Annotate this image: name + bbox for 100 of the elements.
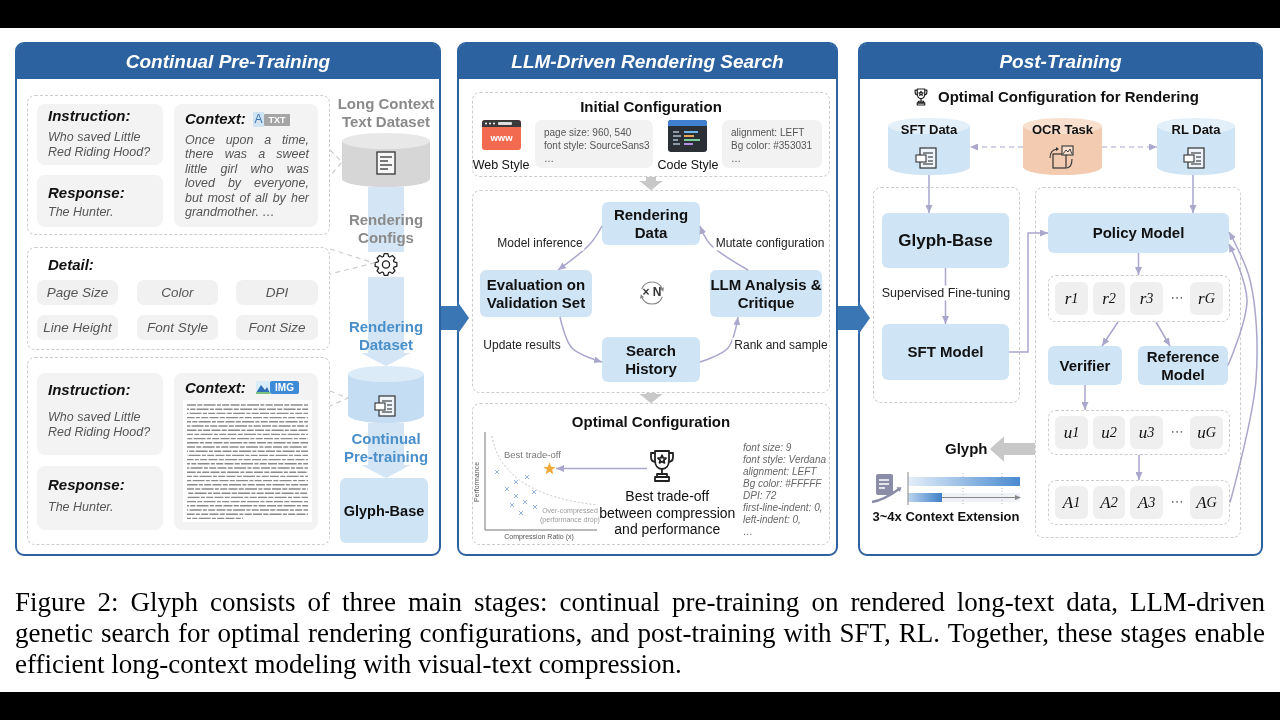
dashed-group — [27, 247, 330, 350]
flow-band — [368, 187, 404, 252]
dataset-title: Long Context Text Dataset — [336, 95, 436, 131]
config-line: alignment: LEFT — [743, 466, 817, 478]
block-arrow — [838, 301, 870, 335]
card-title: Response: — [48, 476, 125, 494]
database-cylinder — [348, 366, 424, 423]
card-title: Instruction: — [48, 381, 131, 399]
option-pill: Color — [137, 280, 218, 305]
arrow — [1155, 321, 1171, 347]
group-title: Initial Configuration — [580, 98, 722, 116]
option-pill: Font Size — [236, 315, 318, 340]
chart-annotation: Best trade-off — [504, 449, 561, 461]
block-arrow — [990, 436, 1035, 462]
gear-icon — [374, 252, 398, 277]
config-line: … — [743, 526, 753, 538]
config-line: page size: 960, 540 — [544, 126, 632, 139]
star-marker — [543, 462, 556, 475]
file-type-tag: TXT — [264, 114, 290, 126]
stage-panel — [15, 42, 441, 556]
process-box: Rendering Data — [602, 202, 700, 245]
process-box: Glyph-Base — [340, 478, 428, 543]
panel-header: Continual Pre-Training — [17, 44, 439, 79]
process-box: Search History — [602, 337, 700, 382]
figure-caption: Figure 2: Glyph consists of three main stages: continual pre-training on rendered long-text data, LLM-driven genetic search for optimal rendering configurations, and post-training with SFT, RL. Together, these stages enable efficient long-context modeling with visual-text compression. — [15, 587, 1265, 680]
url-text: www — [490, 131, 513, 145]
ellipsis-text: ⋯ — [1170, 495, 1184, 509]
arrow — [1008, 229, 1049, 353]
arrow — [1101, 321, 1119, 347]
arrow — [1135, 252, 1142, 276]
config-line: font size: 9 — [743, 442, 792, 454]
arrow — [1101, 143, 1158, 151]
dashed-group — [1048, 480, 1230, 525]
group-title: Optimal Configuration — [571, 413, 731, 431]
cylinder-label: RL Data — [1170, 122, 1222, 138]
block-arrow — [639, 177, 663, 190]
text-card — [174, 104, 318, 227]
dashed-group — [27, 95, 330, 235]
option-pill: Font Style — [137, 315, 218, 340]
iteration-count: × N — [642, 285, 662, 299]
arrow — [699, 316, 741, 363]
config-line: Bg color: #FFFFF — [743, 478, 822, 490]
arrow — [925, 174, 933, 214]
dashed-group — [1048, 410, 1230, 455]
dashed-group — [1048, 275, 1230, 322]
edge-label: Update results — [481, 337, 563, 353]
card-text: Who saved Little Red Riding Hood? — [48, 410, 152, 440]
edge-label: Continual Pre-training — [342, 430, 430, 466]
config-line: … — [731, 152, 741, 165]
config-line: font style: SourceSans3 — [544, 139, 650, 152]
config-line: Bg color: #353031 — [731, 139, 813, 152]
group-title: Detail: — [48, 256, 94, 274]
panel-header: LLM-Driven Rendering Search — [459, 44, 836, 79]
card-title: Response: — [48, 184, 125, 202]
card-title: Instruction: — [48, 107, 131, 125]
file-type-tag: IMG — [270, 381, 299, 394]
section-title: Optimal Configuration for Rendering — [938, 88, 1199, 106]
process-box: Evaluation on Validation Set — [480, 270, 592, 317]
trophy-icon — [647, 448, 677, 484]
arrow — [1189, 174, 1197, 214]
edge-label: Rendering Dataset — [347, 318, 425, 354]
option-pill: Line Height — [37, 315, 118, 340]
arrow — [969, 143, 1024, 151]
dashed-group — [1035, 187, 1241, 538]
card-title: Context: — [185, 110, 246, 128]
cylinder-label: SFT Data — [899, 122, 959, 138]
arrow — [557, 225, 603, 271]
ellipsis-text: ⋯ — [1170, 425, 1184, 439]
arrow — [1228, 231, 1258, 504]
option-pill: Page Size — [37, 280, 118, 305]
arrow — [1227, 243, 1248, 367]
arrow — [559, 316, 603, 364]
config-line: first-line-indent: 0, — [743, 502, 823, 514]
edge-label: Rank and sample — [732, 337, 830, 353]
block-arrow — [361, 277, 411, 366]
extension-caption: 3~4x Context Extension — [872, 509, 1020, 525]
ellipsis-text: ⋯ — [1170, 291, 1184, 305]
panel-header: Post-Training — [860, 44, 1261, 79]
letter-tag: A — [253, 112, 264, 127]
config-line: … — [544, 152, 554, 165]
arrow — [555, 465, 648, 472]
option-pill: DPI — [236, 280, 318, 305]
card-text: The Hunter. — [48, 205, 114, 220]
block-arrow — [441, 301, 469, 335]
style-caption: Web Style — [472, 158, 530, 173]
card-title: Context: — [185, 379, 246, 397]
stage-panel — [457, 42, 838, 556]
database-cylinder — [1157, 118, 1235, 175]
callout-line — [329, 149, 343, 177]
process-box: Reference Model — [1138, 346, 1228, 385]
arrow — [1135, 454, 1143, 481]
callout-line — [329, 390, 350, 407]
process-box: SFT Model — [882, 324, 1009, 380]
process-box: Policy Model — [1048, 213, 1229, 253]
edge-label: Supervised Fine-tuning — [879, 285, 1013, 301]
arrow — [699, 225, 749, 271]
config-line: left-indent: 0, — [743, 514, 801, 526]
card-text: Once upon a time, there was a sweet little girl who was loved by everyone, but most of all by her grandmother. … — [185, 133, 309, 220]
database-cylinder — [1023, 118, 1102, 175]
config-line: DPI: 72 — [743, 490, 777, 502]
